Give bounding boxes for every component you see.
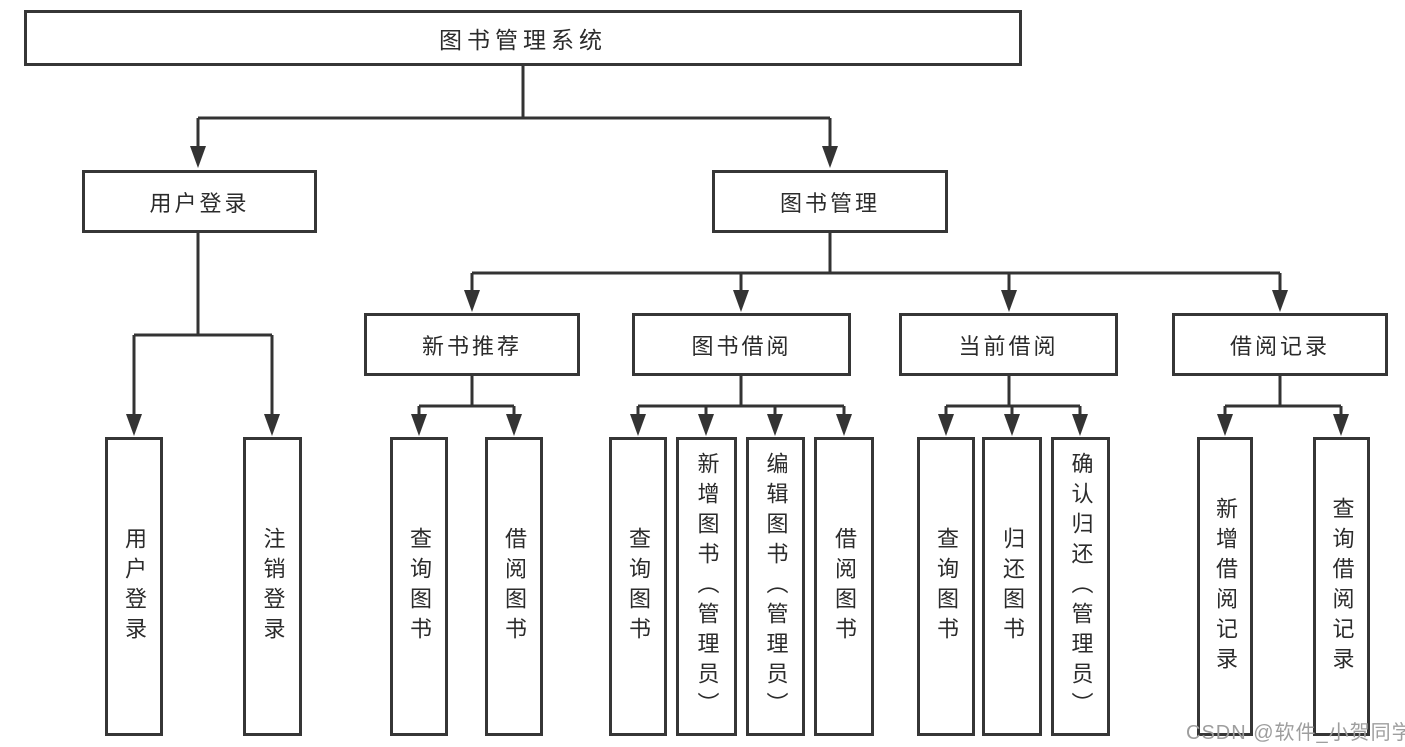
leaf-borrow-book-recommend: 借阅图书: [485, 437, 543, 736]
leaf-query-book-borrow-label: 查询图书: [626, 526, 651, 647]
leaf-borrow-book-label: 借阅图书: [832, 526, 857, 647]
arrowhead-icons: [126, 146, 1349, 436]
leaf-add-book-admin-label: 新增图书（管理员）: [694, 451, 720, 722]
leaf-add-borrow-record: 新增借阅记录: [1197, 437, 1253, 736]
node-user-login-label: 用户登录: [149, 190, 250, 216]
leaf-return-book-label: 归还图书: [1000, 526, 1025, 647]
leaf-add-borrow-record-label: 新增借阅记录: [1213, 496, 1238, 677]
leaf-logout: 注销登录: [243, 437, 302, 736]
leaf-query-book-recommend: 查询图书: [390, 437, 448, 736]
leaf-borrow-book-recommend-label: 借阅图书: [502, 526, 527, 647]
leaf-confirm-return-admin: 确认归还（管理员）: [1051, 437, 1110, 736]
node-user-login: 用户登录: [82, 170, 317, 233]
node-current-borrow-label: 当前借阅: [958, 333, 1059, 359]
node-borrow-record: 借阅记录: [1172, 313, 1388, 376]
leaf-query-book-recommend-label: 查询图书: [407, 526, 432, 647]
csdn-watermark: CSDN @软件_小贺同学: [1186, 722, 1405, 744]
node-book-borrow: 图书借阅: [632, 313, 851, 376]
node-book-borrow-label: 图书借阅: [691, 333, 792, 359]
node-book-management-label: 图书管理: [779, 190, 880, 216]
node-new-book-recommend-label: 新书推荐: [421, 333, 522, 359]
leaf-query-book-current-label: 查询图书: [934, 526, 959, 647]
node-new-book-recommend: 新书推荐: [364, 313, 580, 376]
leaf-query-book-current: 查询图书: [917, 437, 975, 736]
leaf-borrow-book: 借阅图书: [814, 437, 874, 736]
leaf-query-book-borrow: 查询图书: [609, 437, 667, 736]
leaf-confirm-return-admin-label: 确认归还（管理员）: [1068, 451, 1094, 722]
node-root: 图书管理系统: [24, 10, 1022, 66]
leaf-return-book: 归还图书: [982, 437, 1042, 736]
leaf-query-borrow-record-label: 查询借阅记录: [1329, 496, 1355, 677]
leaf-edit-book-admin: 编辑图书（管理员）: [746, 437, 805, 736]
leaf-edit-book-admin-label: 编辑图书（管理员）: [763, 451, 789, 722]
node-current-borrow: 当前借阅: [899, 313, 1118, 376]
node-borrow-record-label: 借阅记录: [1229, 333, 1330, 359]
leaf-logout-label: 注销登录: [260, 526, 286, 647]
leaf-user-login-label: 用户登录: [122, 526, 147, 647]
leaf-add-book-admin: 新增图书（管理员）: [676, 437, 737, 736]
leaf-query-borrow-record: 查询借阅记录: [1313, 437, 1370, 736]
leaf-user-login: 用户登录: [105, 437, 163, 736]
connector-path: [132, 66, 1343, 418]
node-root-label: 图书管理系统: [439, 27, 607, 53]
node-book-management: 图书管理: [712, 170, 948, 233]
